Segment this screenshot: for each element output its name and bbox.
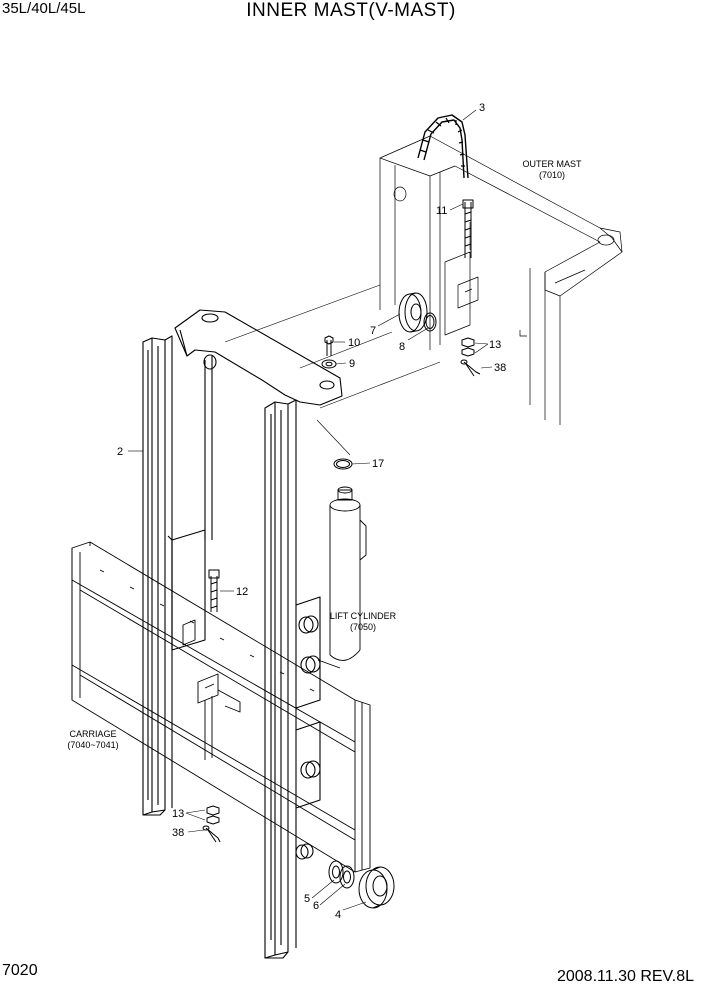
outer-mast-outline: [379, 135, 623, 425]
callout-2: 2: [117, 446, 123, 458]
model-range: 35L/40L/45L: [2, 0, 86, 17]
note-carriage-ref: (7040~7041): [67, 740, 118, 750]
carriage-chain-bolt: [208, 569, 220, 612]
leader-lines: [128, 109, 493, 911]
callout-13-upper: 13: [489, 339, 501, 351]
callout-3: 3: [479, 102, 485, 114]
cotter-pin-upper: [460, 359, 481, 377]
callout-6: 6: [313, 900, 319, 912]
note-lift-cylinder: LIFT CYLINDER: [330, 611, 397, 621]
mast-bolt: [324, 335, 334, 356]
callout-7: 7: [370, 325, 376, 337]
note-carriage: CARRIAGE: [69, 729, 116, 739]
callout-13-lower: 13: [172, 808, 184, 820]
chain-anchor-bolt: [462, 199, 474, 258]
callout-9: 9: [349, 358, 355, 370]
shim-5: [328, 860, 344, 884]
cylinder-o-ring: [333, 458, 353, 470]
carriage: [71, 541, 371, 873]
note-outer-mast-ref: (7010): [539, 170, 565, 180]
nut-lower: [206, 805, 220, 825]
callout-10: 10: [348, 337, 360, 349]
sheave-snap-ring: [423, 312, 437, 332]
callout-4: 4: [335, 909, 341, 921]
mast-washer: [321, 359, 337, 369]
lift-cylinder: [317, 486, 367, 669]
callout-38-upper: 38: [494, 362, 506, 374]
nut-upper: [461, 337, 475, 357]
callout-38-lower: 38: [172, 827, 184, 839]
note-lift-cylinder-ref: (7050): [350, 622, 376, 632]
note-outer-mast: OUTER MAST: [522, 159, 582, 169]
shim-6: [339, 865, 355, 889]
guide-lines: [224, 222, 471, 456]
roller-bearing-4: [358, 866, 395, 909]
page-title: INNER MAST(V-MAST): [246, 0, 456, 21]
callout-8: 8: [399, 341, 405, 353]
callout-12: 12: [236, 586, 248, 598]
callout-5: 5: [304, 893, 310, 905]
lift-chain: [417, 114, 469, 179]
callout-11: 11: [436, 205, 447, 217]
cotter-pin-lower: [202, 825, 221, 843]
chain-sheave: [398, 292, 428, 333]
page-code: 7020: [2, 962, 38, 979]
revision-date: 2008.11.30 REV.8L: [556, 968, 694, 985]
callout-17: 17: [372, 458, 384, 470]
inner-mast: [142, 309, 343, 959]
